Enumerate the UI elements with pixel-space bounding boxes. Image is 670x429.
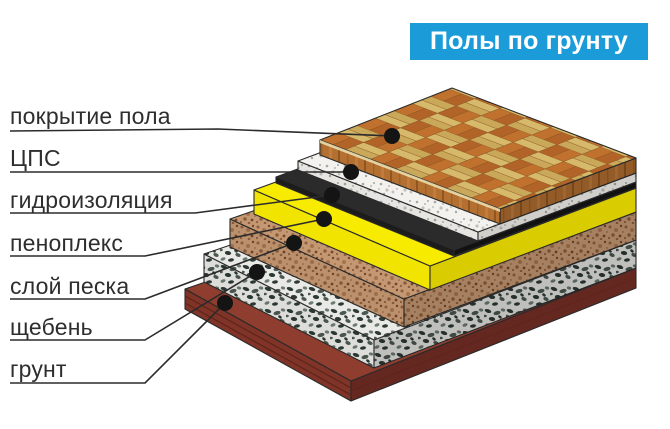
label-penoplex: пеноплекс: [10, 230, 124, 256]
leader-line-penoplex: [10, 218, 325, 257]
marker-dot-ground: [217, 295, 233, 311]
marker-dots: [217, 128, 400, 311]
marker-dot-cement-sand-screed: [343, 164, 359, 180]
marker-dot-waterproofing: [324, 187, 340, 203]
marker-dot-sand-layer: [286, 235, 302, 251]
leader-line-crushed-stone: [10, 271, 258, 341]
label-crushed-stone: щебень: [10, 314, 93, 340]
layer-floor-covering: [319, 87, 637, 225]
label-floor-covering: покрытие пола: [10, 103, 171, 129]
leader-line-ground: [10, 302, 226, 384]
marker-dot-penoplex: [316, 211, 332, 227]
label-cement-sand-screed: ЦПС: [10, 145, 61, 171]
leader-line-sand-layer: [10, 242, 295, 300]
marker-dot-crushed-stone: [249, 264, 265, 280]
leader-line-floor-covering: [9, 128, 393, 137]
title-banner: Полы по грунту: [410, 23, 648, 60]
marker-dot-floor-covering: [384, 128, 400, 144]
leader-line-waterproofing: [10, 194, 333, 214]
label-sand-layer: слой песка: [10, 273, 130, 299]
label-waterproofing: гидроизоляция: [10, 187, 173, 213]
leader-lines: [9, 128, 393, 384]
label-ground: грунт: [10, 356, 67, 382]
